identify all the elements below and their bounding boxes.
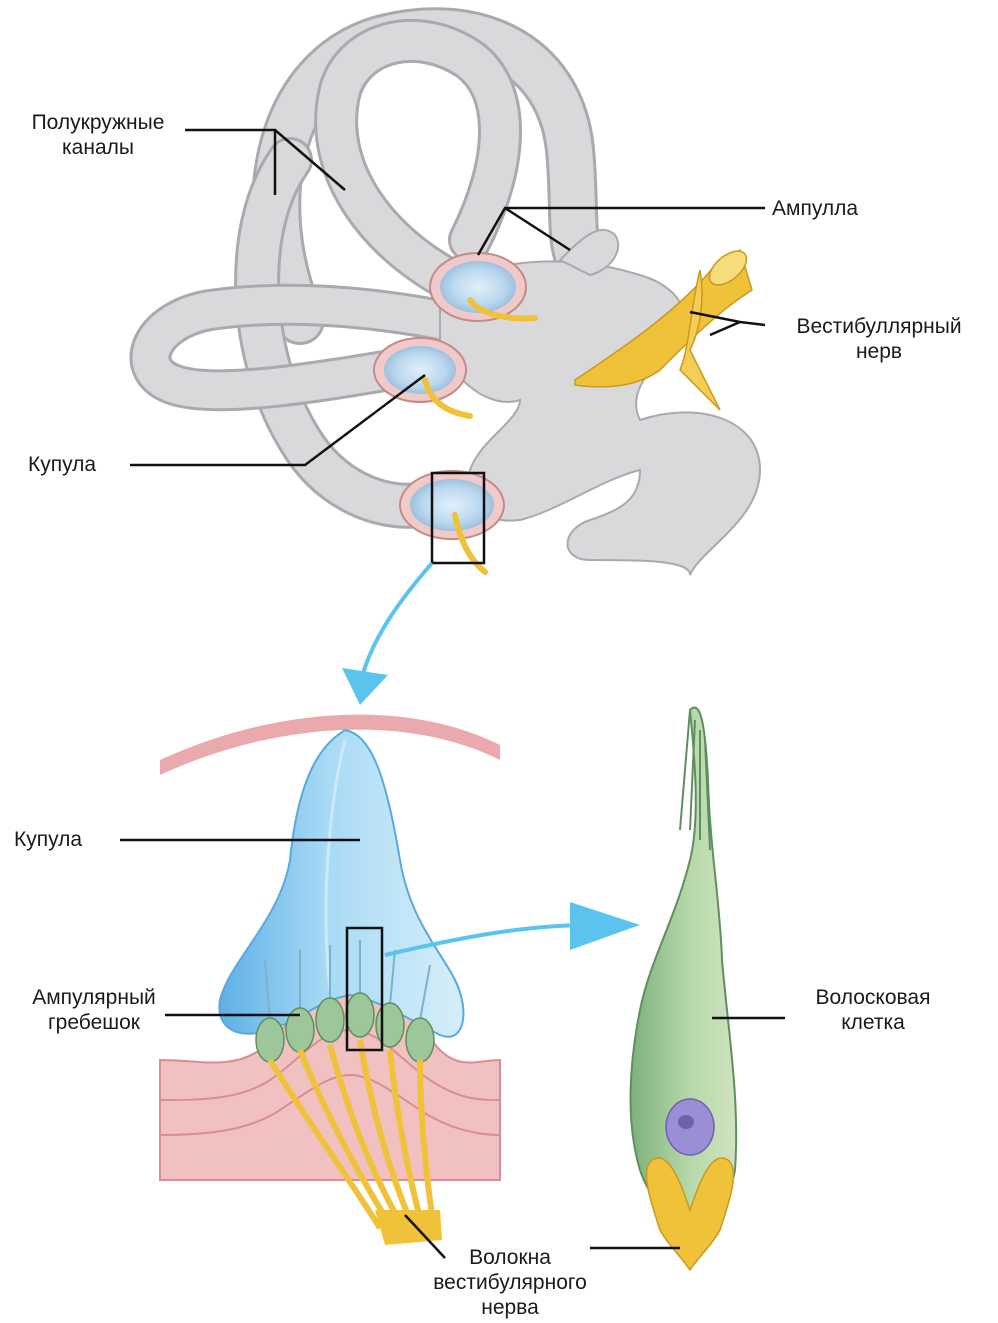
label-semicircular-canals: Полукружные каналы (8, 110, 188, 160)
label-ampulla-text: Ампулла (772, 196, 858, 221)
zoom-arrow-down (342, 563, 432, 705)
label-vestibular-nerve: Вестибуллярный нерв (764, 314, 994, 364)
label-semicircular-canals-line1: Полукружные (8, 110, 188, 135)
label-nerve-fibers-line3: нерва (400, 1295, 620, 1320)
label-cupula-bottom: Купула (14, 827, 82, 852)
label-hair-cell: Волосковая клетка (778, 985, 968, 1035)
hair-cell (631, 708, 737, 1270)
label-cupula-top: Купула (28, 452, 96, 477)
label-ampullary-crest: Ампулярный гребешок (4, 985, 184, 1035)
ampulla-lower (400, 471, 504, 572)
label-cupula-top-text: Купула (28, 452, 96, 477)
label-vestibular-nerve-line2: нерв (764, 339, 994, 364)
label-nerve-fibers-line1: Волокна (400, 1245, 620, 1270)
label-nerve-fibers: Волокна вестибулярного нерва (400, 1245, 620, 1320)
label-hair-cell-line1: Волосковая (778, 985, 968, 1010)
label-ampulla: Ампулла (772, 196, 858, 221)
label-hair-cell-line2: клетка (778, 1010, 968, 1035)
label-semicircular-canals-line2: каналы (8, 135, 188, 160)
label-ampullary-crest-line2: гребешок (4, 1010, 184, 1035)
label-cupula-bottom-text: Купула (14, 827, 82, 852)
cupula-shape (219, 730, 463, 1037)
label-ampullary-crest-line1: Ампулярный (4, 985, 184, 1010)
label-nerve-fibers-line2: вестибулярного (400, 1270, 620, 1295)
label-vestibular-nerve-line1: Вестибуллярный (764, 314, 994, 339)
